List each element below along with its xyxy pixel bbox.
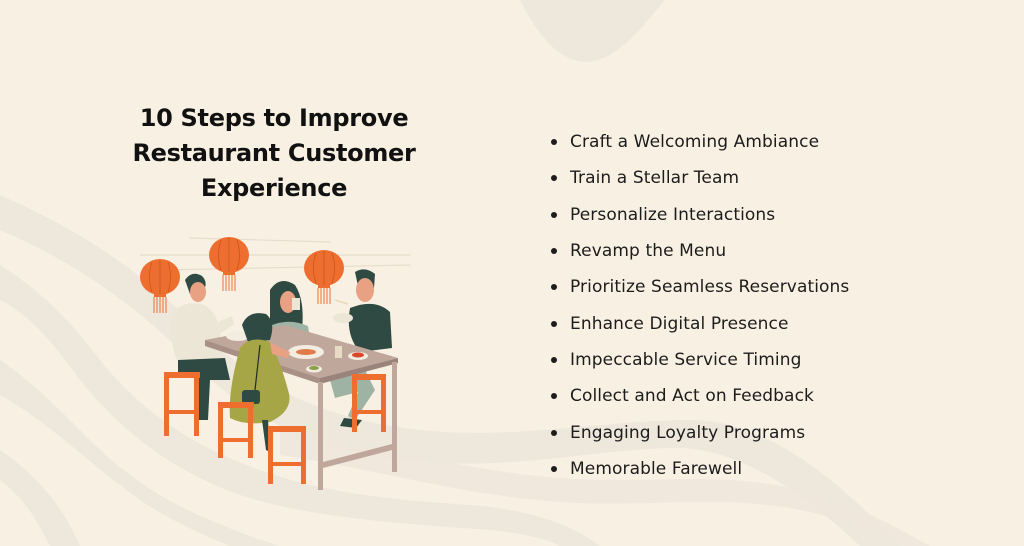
list-item: Collect and Act on Feedback [551, 378, 849, 414]
step-label: Impeccable Service Timing [570, 349, 802, 370]
bullet-icon [551, 139, 557, 146]
bullet-icon [551, 465, 557, 472]
list-item: Train a Stellar Team [551, 160, 849, 196]
stool-icon [352, 374, 386, 432]
list-item: Craft a Welcoming Ambiance [551, 124, 849, 160]
stool-icon [164, 372, 200, 436]
bullet-icon [551, 248, 557, 255]
dining-illustration [140, 237, 411, 490]
bullet-icon [551, 284, 557, 291]
step-label: Personalize Interactions [570, 204, 776, 225]
page-title: 10 Steps to Improve Restaurant Customer … [118, 101, 430, 206]
step-label: Prioritize Seamless Reservations [570, 277, 850, 298]
step-label: Collect and Act on Feedback [570, 386, 814, 407]
list-item: Memorable Farewell [551, 451, 849, 487]
step-label: Train a Stellar Team [570, 168, 740, 189]
lantern-icon [209, 237, 249, 291]
stool-icon [268, 426, 306, 484]
title-line-2: Restaurant Customer [132, 139, 416, 167]
bullet-icon [551, 211, 557, 218]
list-item: Enhance Digital Presence [551, 305, 849, 341]
step-label: Enhance Digital Presence [570, 313, 789, 334]
step-label: Memorable Farewell [570, 458, 743, 479]
step-label: Craft a Welcoming Ambiance [570, 132, 820, 153]
list-item: Prioritize Seamless Reservations [551, 269, 849, 305]
list-item: Impeccable Service Timing [551, 342, 849, 378]
bullet-icon [551, 429, 557, 436]
bullet-icon [551, 356, 557, 363]
step-label: Engaging Loyalty Programs [570, 422, 806, 443]
string-lines [140, 237, 411, 271]
bullet-icon [551, 320, 557, 327]
list-item: Personalize Interactions [551, 197, 849, 233]
list-item: Revamp the Menu [551, 233, 849, 269]
step-label: Revamp the Menu [570, 241, 727, 262]
stool-icon [218, 402, 254, 458]
bullet-icon [551, 393, 557, 400]
person-icon [330, 269, 392, 428]
lantern-icon [304, 250, 344, 304]
lantern-icon [140, 259, 180, 313]
title-line-3: Experience [200, 174, 348, 202]
title-line-1: 10 Steps to Improve [139, 104, 409, 132]
list-item: Engaging Loyalty Programs [551, 414, 849, 450]
steps-list: Craft a Welcoming Ambiance Train a Stell… [551, 124, 849, 487]
bullet-icon [551, 175, 557, 182]
